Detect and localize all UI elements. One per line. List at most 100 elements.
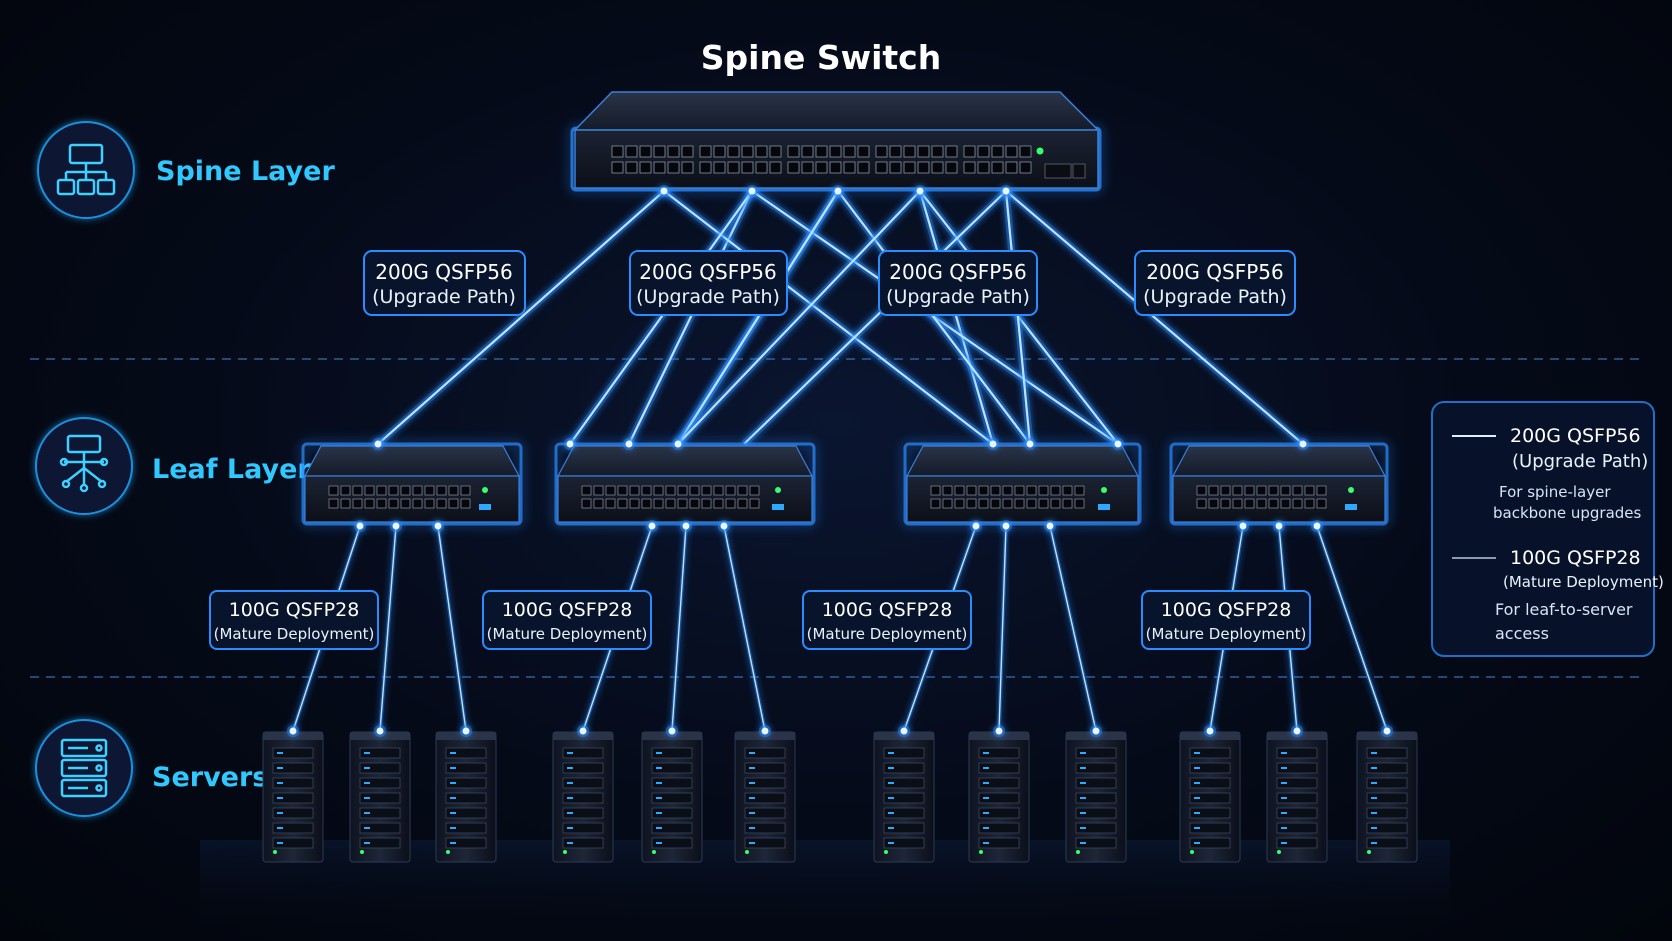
server-bay-4-7 (562, 837, 604, 849)
leaf-port-1-18 (388, 498, 399, 509)
leaf-port-3-24 (1050, 498, 1061, 509)
leaf-port-4-7 (1268, 485, 1279, 496)
server-bay-2-1 (359, 747, 401, 759)
server-led-5-3 (656, 782, 662, 784)
server-6 (734, 731, 796, 863)
server-4 (552, 731, 614, 863)
leaf-port-1-20 (412, 498, 423, 509)
leaf-port-2-12 (713, 485, 724, 496)
leaf-port-3-11 (1050, 485, 1061, 496)
leaf-port-2-29 (737, 498, 748, 509)
server-9 (1065, 731, 1127, 863)
port-dot-27 (376, 727, 384, 735)
server-bay-1-5 (272, 807, 314, 819)
port-dot-14 (356, 522, 364, 530)
leaf-port-2-17 (593, 498, 604, 509)
server-led-6-5 (749, 812, 755, 814)
port-dot-26 (289, 727, 297, 735)
legend-100g-note: (Mature Deployment) (1503, 573, 1664, 591)
legend-200g-note: (Upgrade Path) (1512, 451, 1648, 472)
leaf-switch-4 (1169, 442, 1389, 526)
server-led-10-7 (1194, 842, 1200, 844)
downlink-label-1: 100G QSFP28 (Mature Deployment) (209, 590, 379, 650)
leaf-status-led-1 (482, 487, 488, 493)
leaf-port-1-15 (352, 498, 363, 509)
server-led-1-5 (277, 812, 283, 814)
port-dot-5 (1002, 187, 1010, 195)
server-bay-5-1 (651, 747, 693, 759)
leaf-activity-led-4 (1345, 504, 1357, 510)
server-led-10-6 (1194, 827, 1200, 829)
server-bay-9-3 (1075, 777, 1117, 789)
leaf-port-2-26 (701, 498, 712, 509)
uplink-5 (1005, 190, 1304, 445)
leaf-status-led-2 (775, 487, 781, 493)
uplink-label-4: 200G QSFP56 (Upgrade Path) (1134, 250, 1296, 316)
spine-port-46 (917, 161, 930, 174)
leaf-port-3-2 (942, 485, 953, 496)
leaf-port-2-30 (749, 498, 760, 509)
leaf-port-1-16 (364, 498, 375, 509)
port-dot-17 (648, 522, 656, 530)
server-led-5-7 (656, 842, 662, 844)
leaf-port-4-19 (1280, 498, 1291, 509)
spine-port-54 (963, 161, 976, 174)
server-bay-12-4 (1366, 792, 1408, 804)
uplink-label-3: 200G QSFP56 (Upgrade Path) (878, 250, 1038, 316)
spine-port-array (611, 145, 1032, 174)
leaf-switch-1 (301, 442, 523, 526)
server-led-7-1 (888, 752, 894, 754)
spine-port-56 (991, 161, 1004, 174)
spine-port-3 (639, 145, 652, 158)
port-dot-13 (1299, 440, 1307, 448)
server-led-2-5 (364, 812, 370, 814)
leaf-port-3-15 (942, 498, 953, 509)
server-bay-8-2 (978, 762, 1020, 774)
server-led-6-3 (749, 782, 755, 784)
spine-port-45 (903, 161, 916, 174)
spine-port-23 (755, 161, 768, 174)
spine-port-31 (787, 161, 800, 174)
uplink-12 (677, 190, 839, 445)
uplink-14 (677, 190, 921, 445)
spine-port-18 (769, 145, 782, 158)
leaf-port-4-8 (1280, 485, 1291, 496)
server-bay-7-1 (883, 747, 925, 759)
server-bay-11-5 (1276, 807, 1318, 819)
leaf-switch-group (301, 442, 1389, 526)
leaf-port-4-6 (1256, 485, 1267, 496)
server-bay-10-2 (1189, 762, 1231, 774)
spine-port-8 (625, 161, 638, 174)
spine-port-22 (741, 161, 754, 174)
spine-port-38 (889, 145, 902, 158)
leaf-port-2-27 (713, 498, 724, 509)
leaf-port-3-25 (1062, 498, 1073, 509)
server-bay-4-4 (562, 792, 604, 804)
server-led-12-5 (1371, 812, 1377, 814)
uplink-label-1: 200G QSFP56 (Upgrade Path) (363, 250, 526, 316)
server-led-9-4 (1080, 797, 1086, 799)
spine-port-42 (945, 145, 958, 158)
spine-port-43 (875, 161, 888, 174)
spine-port-26 (801, 145, 814, 158)
server-bay-2-5 (359, 807, 401, 819)
server-led-1-2 (277, 767, 283, 769)
leaf-port-3-21 (1014, 498, 1025, 509)
legend-100g-desc-2: access (1495, 624, 1549, 643)
server-power-led-4 (563, 850, 567, 854)
server-led-12-1 (1371, 752, 1377, 754)
leaf-port-3-1 (930, 485, 941, 496)
server-bay-6-3 (744, 777, 786, 789)
leaf-port-2-10 (689, 485, 700, 496)
server-led-5-1 (656, 752, 662, 754)
server-led-6-4 (749, 797, 755, 799)
uplink-8 (837, 190, 1031, 445)
server-led-2-6 (364, 827, 370, 829)
server-led-12-3 (1371, 782, 1377, 784)
leaf-port-1-6 (388, 485, 399, 496)
spine-port-17 (755, 145, 768, 158)
spine-port-14 (713, 145, 726, 158)
server-bay-1-3 (272, 777, 314, 789)
server-rack-icon (60, 738, 108, 798)
